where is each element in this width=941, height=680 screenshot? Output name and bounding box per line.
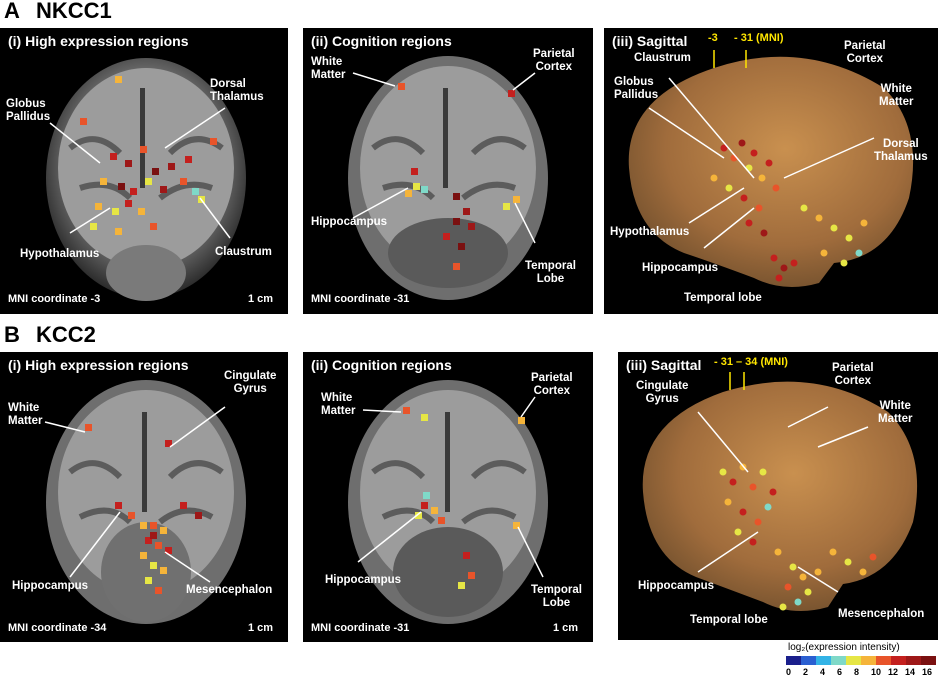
panel-title: (ii) Cognition regions	[311, 33, 452, 49]
annotation-arrows	[49, 107, 231, 239]
legend-tick-label: 16	[922, 667, 933, 677]
expression-dots	[710, 139, 868, 282]
panel-title: (i) High expression regions	[8, 357, 189, 373]
label-temporal-lobe: Temporal Lobe	[525, 260, 576, 285]
legend-swatch	[906, 656, 921, 665]
sagittal-brain-b	[642, 372, 918, 611]
label-globus-pallidus: Globus Pallidus	[614, 76, 659, 101]
mni-coordinate: MNI coordinate -3	[8, 293, 101, 305]
label-hippocampus: Hippocampus	[325, 574, 402, 586]
scale-bar-label: 1 cm	[553, 622, 579, 634]
label-hippocampus: Hippocampus	[12, 580, 89, 592]
legend-tick-label: 6	[837, 667, 843, 677]
panel-a-cognition: (ii) Cognition regions White Matter Pari…	[303, 28, 593, 314]
legend-swatch	[786, 656, 801, 665]
section-a-gene-title: NKCC1	[36, 0, 112, 23]
label-hippocampus: Hippocampus	[642, 262, 719, 274]
label-globus-pallidus: Globus Pallidus	[6, 98, 51, 123]
panel-b-high-expression: (i) High expression regions White Matter…	[0, 352, 288, 642]
panel-title: (iii) Sagittal	[626, 357, 702, 373]
label-parietal-cortex: Parietal Cortex	[531, 372, 573, 397]
label-white-matter: White Matter	[8, 402, 43, 427]
label-claustrum: Claustrum	[215, 246, 272, 258]
label-hypothalamus: Hypothalamus	[20, 248, 100, 260]
panel-b-sagittal: (iii) Sagittal - 31 – 34 (MNI) Cingulate…	[618, 352, 938, 640]
panel-b-cognition: (ii) Cognition regions White Matter Pari…	[303, 352, 593, 642]
annotation-arrows	[352, 72, 536, 244]
legend-title: log₂(expression intensity)	[788, 642, 900, 653]
label-dorsal-thalamus: Dorsal Thalamus	[210, 78, 264, 103]
label-parietal-cortex: Parietal Cortex	[533, 48, 575, 73]
label-mesencephalon: Mesencephalon	[838, 608, 925, 620]
mni-coordinate: MNI coordinate -31	[311, 622, 410, 634]
mni-coordinate: MNI coordinate -31	[311, 293, 410, 305]
panel-title: (i) High expression regions	[8, 33, 189, 49]
legend-swatch	[816, 656, 831, 665]
mni-marker: - 31 – 34 (MNI)	[714, 356, 788, 368]
coronal-slice-a1	[46, 58, 246, 301]
mni-marker-2: - 31 (MNI)	[734, 32, 784, 44]
legend-tick-label: 0	[786, 667, 792, 677]
coronal-slice-b2	[348, 380, 548, 624]
mni-marker-arrows	[729, 372, 745, 390]
legend-swatch	[861, 656, 876, 665]
legend-tick-label: 10	[871, 667, 882, 677]
legend-colorbar	[786, 656, 936, 665]
label-white-matter: White Matter	[878, 400, 913, 425]
label-cingulate-gyrus: Cingulate Gyrus	[636, 380, 689, 405]
coronal-slice-a2	[348, 56, 548, 300]
mni-marker-1: -3	[708, 32, 718, 44]
mni-marker-arrows	[713, 50, 747, 68]
panel-a-high-expression: (i) High expression regions Globus Palli…	[0, 28, 288, 314]
label-temporal-lobe: Temporal lobe	[690, 614, 768, 626]
label-claustrum: Claustrum	[634, 52, 691, 64]
label-parietal-cortex: Parietal Cortex	[844, 40, 886, 65]
sagittal-brain-a	[628, 50, 914, 287]
label-white-matter: White Matter	[879, 83, 914, 108]
legend-swatch	[921, 656, 936, 665]
annotation-arrows	[44, 406, 226, 583]
label-temporal-lobe: Temporal lobe	[684, 292, 762, 304]
legend-swatch	[891, 656, 906, 665]
annotation-arrows	[697, 406, 869, 593]
section-b-letter: B	[4, 322, 20, 347]
section-a-letter: A	[4, 0, 20, 23]
expression-voxels	[398, 83, 520, 270]
legend-swatch	[846, 656, 861, 665]
legend-swatch	[801, 656, 816, 665]
label-cingulate-gyrus: Cingulate Gyrus	[224, 370, 277, 395]
label-hippocampus: Hippocampus	[638, 580, 715, 592]
legend-tick-label: 2	[803, 667, 809, 677]
legend-tick-label: 4	[820, 667, 826, 677]
label-temporal-lobe: Temporal Lobe	[531, 584, 582, 609]
label-hippocampus: Hippocampus	[311, 216, 388, 228]
coronal-slice-b1	[44, 380, 246, 624]
label-mesencephalon: Mesencephalon	[186, 584, 273, 596]
legend-tick-label: 8	[854, 667, 860, 677]
label-parietal-cortex: Parietal Cortex	[832, 362, 874, 387]
label-hypothalamus: Hypothalamus	[610, 226, 690, 238]
legend-swatch	[876, 656, 891, 665]
annotation-arrows	[357, 396, 544, 578]
legend-tick-label: 12	[888, 667, 899, 677]
section-b-gene-title: KCC2	[36, 322, 96, 347]
expression-voxels	[403, 407, 525, 589]
panel-title: (iii) Sagittal	[612, 33, 688, 49]
label-white-matter: White Matter	[321, 392, 356, 417]
mni-coordinate: MNI coordinate -34	[8, 622, 107, 634]
label-white-matter: White Matter	[311, 56, 346, 81]
legend-tick-label: 14	[905, 667, 916, 677]
legend-swatch	[831, 656, 846, 665]
scale-bar-label: 1 cm	[248, 622, 274, 634]
label-dorsal-thalamus: Dorsal Thalamus	[874, 138, 928, 163]
panel-a-sagittal: (iii) Sagittal -3 - 31 (MNI) Claustrum G…	[604, 28, 938, 314]
scale-bar-label: 1 cm	[248, 293, 274, 305]
annotation-arrows	[648, 77, 875, 249]
expression-voxels	[85, 424, 202, 594]
panel-title: (ii) Cognition regions	[311, 357, 452, 373]
